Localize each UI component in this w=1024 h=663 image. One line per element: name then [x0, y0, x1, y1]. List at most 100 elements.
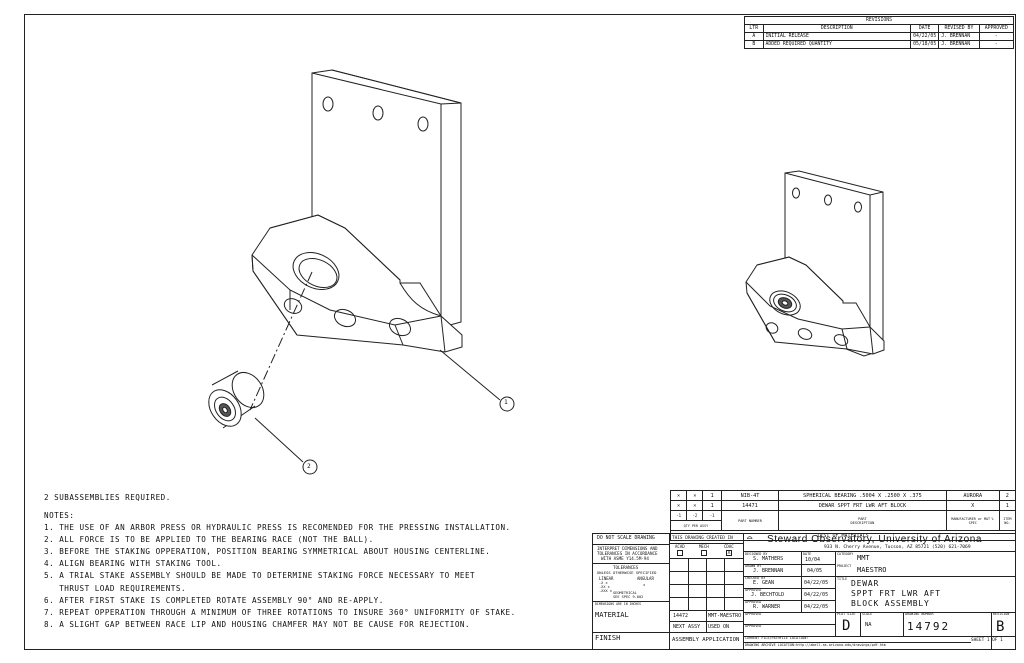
- sheet-border: [24, 14, 1016, 650]
- assembled-view: [745, 170, 885, 357]
- callout-balloon-2: [302, 459, 318, 475]
- parts-row: ⨯ ⨯ 1 NIB-4T SPHERICAL BEARING .5004 X .…: [669, 490, 1017, 501]
- title-label: TITLE: [837, 577, 848, 581]
- designed-date: 10/04: [805, 557, 821, 563]
- scale-label: SCALE: [862, 612, 873, 616]
- used-on-label: USED ON: [708, 624, 730, 630]
- qty-cross-cell: ⨯: [669, 500, 688, 511]
- plot-size-label: PLOT SIZE: [837, 612, 856, 616]
- plot-size-value: D: [842, 618, 851, 634]
- rev-cell: ADDED REQUIRED QUANTITY: [762, 40, 912, 49]
- angular-tol: ±: [643, 583, 646, 587]
- note-item: 2. ALL FORCE IS TO BE APPLIED TO THE BEA…: [44, 535, 374, 545]
- part-number-cell: 14471: [720, 500, 780, 511]
- linear-tol: .XXX ±: [599, 589, 612, 593]
- item-cell: 1: [998, 500, 1017, 511]
- revisions-title: REVISIONS: [744, 16, 1014, 25]
- tolerances-title: TOLERANCES: [613, 565, 639, 570]
- description-cell: DEWAR SPPT FRT LWR AFT BLOCK: [778, 500, 947, 511]
- cdac-label: CDAC: [724, 544, 734, 549]
- scale-value: NA: [865, 622, 872, 628]
- asme-note: WITH ASME Y14.5M-94: [601, 556, 649, 561]
- revision-row: B ADDED REQUIRED QUANTITY 05/18/05 J. BR…: [744, 40, 1015, 49]
- qty-col: -1: [702, 510, 722, 521]
- desc-sub-label: DESCRIPTION: [850, 520, 875, 525]
- leader-2: [254, 417, 304, 463]
- rev-header: DATE: [910, 24, 940, 33]
- organization-address: 933 N. Cherry Avenue, Tucson, AZ 85721 (…: [824, 545, 971, 550]
- bearing-exploded-view: [208, 370, 265, 429]
- rev-cell: A: [744, 32, 764, 41]
- note-item: 8. A SLIGHT GAP BETWEEN RACE LIP AND HOU…: [44, 619, 471, 629]
- callout-label-1: 1: [504, 399, 508, 406]
- rev-header: REVISED BY: [938, 24, 980, 33]
- parts-row: ⨯ ⨯ 1 14471 DEWAR SPPT FRT LWR AFT BLOCK…: [669, 500, 1017, 511]
- manufacturer-cell: AURORA: [945, 490, 1000, 501]
- revisions-table: REVISIONS LTR DESCRIPTION DATE REVISED B…: [744, 16, 1015, 49]
- acad-checkbox: [677, 550, 683, 556]
- angular-label: ANGULAR: [637, 576, 654, 581]
- drawing-title-line: BLOCK ASSEMBLY: [851, 599, 930, 608]
- qty-col: -1: [669, 510, 688, 521]
- note-item: 1. THE USE OF AN ARBOR PRESS OR HYDRAULI…: [44, 523, 511, 533]
- date-label: DATE: [803, 552, 812, 556]
- housing-exploded-view: [251, 69, 463, 353]
- observatory-logo-icon: ⌓: [747, 534, 753, 544]
- next-assy-label: NEXT ASSY: [673, 624, 701, 630]
- unless-note: UNLESS OTHERWISE SPECIFIED: [597, 570, 657, 575]
- drawn-by-label: DRAWN BY: [745, 564, 762, 568]
- parts-header-row: QTY PER ASSY: [670, 520, 1016, 531]
- manufacturer-header: MANUFACTURER or MAT'L SPEC: [945, 510, 1000, 531]
- note-item: THRUST LOAD REQUIREMENTS.: [44, 583, 187, 593]
- checked-by-label: CHECKED BY: [745, 576, 766, 580]
- rev-header: DESCRIPTION: [762, 24, 912, 33]
- parts-list: ⨯ ⨯ 1 NIB-4T SPHERICAL BEARING .5004 X .…: [669, 490, 1017, 541]
- organization-name: Steward Observatory, University of Arizo…: [767, 534, 983, 545]
- rev-cell: -: [978, 32, 1015, 41]
- see-spec-label: SEE SPEC 9-002: [613, 595, 644, 599]
- drawing-number-label: DRAWING NUMBER: [905, 612, 934, 616]
- note-item: 4. ALIGN BEARING WITH STAKING TOOL.: [44, 559, 222, 569]
- sheet-number: SHEET 1 OF 1: [971, 638, 1003, 643]
- designed-by: S. MATHERS: [753, 556, 784, 562]
- project-label: PROJECT: [837, 564, 852, 568]
- note-item: 7. REPEAT OPPERATION THROUGH A MINIMUM O…: [44, 607, 516, 617]
- part-sub-label: PART: [858, 516, 867, 521]
- revision-row: A INITIAL RELEASE 04/22/05 J. BRENNAN -: [744, 32, 1015, 41]
- qty-header: QTY PER ASSY: [670, 520, 722, 531]
- drawing-title-line: DEWAR: [851, 579, 880, 588]
- qty-cell: 1: [702, 500, 722, 511]
- notes-heading: NOTES:: [44, 511, 75, 520]
- interpret-note: INTERPRET DIMENSIONS AND: [597, 546, 658, 551]
- approved-by: J. BECHTOLD: [751, 592, 785, 598]
- part-number-cell: NIB-4T: [720, 490, 780, 501]
- rev-cell: B: [744, 40, 764, 49]
- created-in-label: THIS DRAWING CREATED IN: [672, 536, 733, 541]
- drawing-title-line: SPPT FRT LWR AFT: [851, 589, 941, 598]
- qty-cross-cell: ⨯: [686, 500, 704, 511]
- approved-label: APPROVED: [745, 588, 762, 592]
- revision-value: B: [996, 619, 1005, 635]
- approved-label: APPROVED: [745, 624, 762, 628]
- rev-cell: -: [978, 40, 1015, 49]
- checked-by: E. GEAN: [753, 580, 775, 586]
- qty-cross-cell: ⨯: [686, 490, 704, 501]
- cdac-checkbox: X: [726, 550, 732, 556]
- drawn-by: J. BRENNAN: [753, 568, 784, 574]
- approved-label: APPROVED: [745, 600, 762, 604]
- bearing-centerline: [249, 271, 313, 411]
- subassemblies-note: 2 SUBASSEMBLIES REQUIRED.: [44, 493, 171, 502]
- rev-cell: J. BRENNAN: [938, 40, 980, 49]
- rev-header: LTR: [744, 24, 764, 33]
- qty-cell: 1: [702, 490, 722, 501]
- manufacturer-cell: X: [945, 500, 1000, 511]
- material-label: MATERIAL: [595, 611, 629, 619]
- approved-label: APPROVED: [745, 612, 762, 616]
- title-block: DO NOT SCALE DRAWING INTERPRET DIMENSION…: [592, 533, 1016, 650]
- category-label: CATEGORY: [837, 552, 854, 556]
- file-location-label: CURRENT FILE/PATHFILE LOCATION:: [745, 636, 809, 640]
- drawing-number: 14792: [907, 620, 951, 633]
